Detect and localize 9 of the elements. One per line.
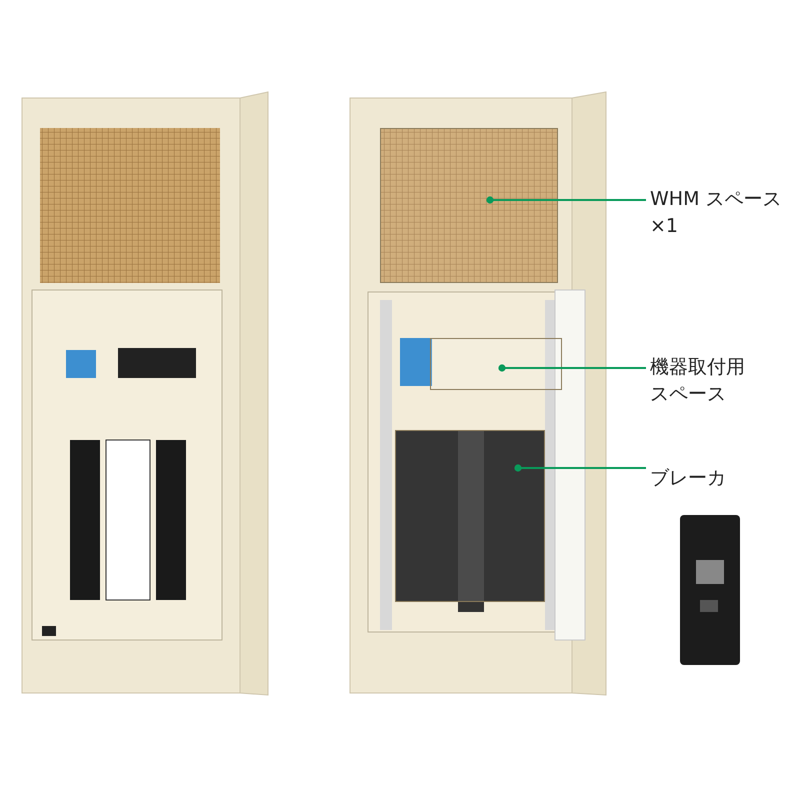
breaker-array (395, 430, 545, 602)
leader-line (514, 464, 646, 472)
callout-label: WHM スペース×1 (650, 186, 790, 240)
mesh-panel (380, 128, 558, 283)
callout-label: ブレーカ (650, 465, 790, 492)
mounting-plate (430, 338, 562, 390)
callout-label: 機器取付用スペース (650, 354, 750, 408)
leader-line (486, 196, 646, 204)
leader-line (498, 364, 646, 372)
